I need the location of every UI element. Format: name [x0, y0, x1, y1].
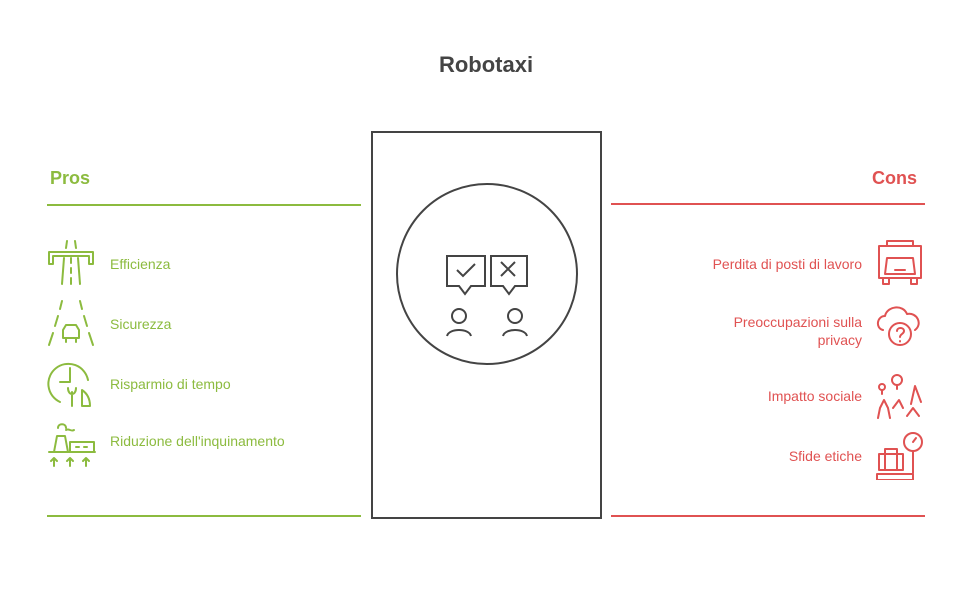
scale-luggage-icon [875, 430, 925, 481]
cons-top-divider [611, 203, 925, 205]
community-icon [875, 372, 925, 422]
highway-icon [46, 238, 96, 288]
clock-nature-icon [46, 358, 96, 408]
cloud-question-icon [875, 300, 925, 350]
con-item-perdita: Perdita di posti di lavoro [712, 256, 862, 272]
pro-item-riduzione: Riduzione dell'inquinamento [110, 433, 285, 449]
con-item-impatto: Impatto sociale [767, 388, 862, 404]
diagram-title: Robotaxi [438, 52, 534, 77]
cons-header: Cons [872, 168, 917, 188]
con-item-privacy: Preoccupazioni sulla privacy [733, 314, 862, 348]
car-road-icon [46, 298, 96, 348]
con-item-sfide: Sfide etiche [788, 448, 862, 464]
cons-bottom-divider [611, 515, 925, 517]
pro-item-efficienza: Efficienza [110, 256, 171, 272]
pros-bottom-divider [47, 515, 361, 517]
pro-item-sicurezza: Sicurezza [110, 316, 172, 332]
pro-item-risparmio: Risparmio di tempo [110, 376, 231, 392]
pros-header: Pros [50, 168, 91, 188]
center-panel [371, 131, 602, 519]
pros-top-divider [47, 204, 361, 206]
people-approve-reject-icon [396, 183, 578, 365]
taxi-icon [875, 238, 925, 288]
factory-icon [46, 420, 96, 470]
